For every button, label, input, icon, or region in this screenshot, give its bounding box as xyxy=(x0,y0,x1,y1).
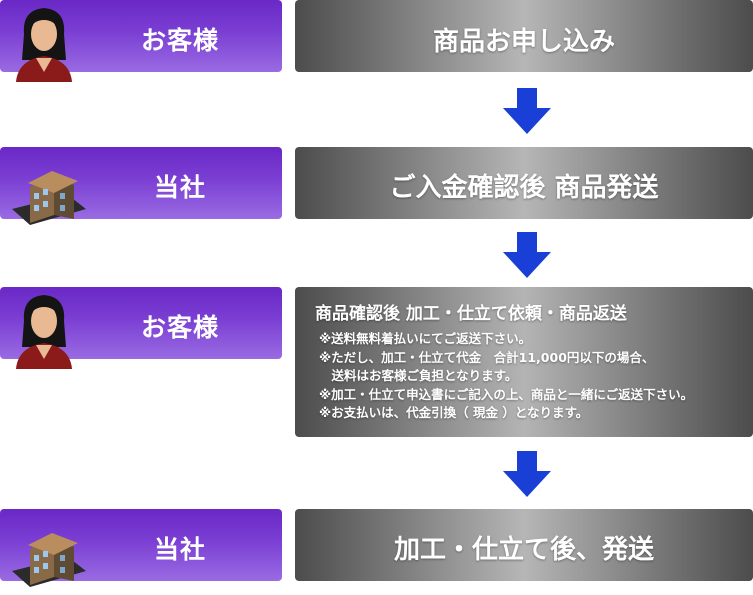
arrow-down-icon xyxy=(503,88,551,134)
step-label: 加工・仕立て後、発送 xyxy=(393,535,654,565)
actor-box-customer-1: お客様 xyxy=(0,0,282,82)
actor-box-company-2: 当社 xyxy=(0,509,282,587)
note-line: ※ただし、加工・仕立て代金 合計11,000円以下の場合、 xyxy=(319,349,655,365)
actor-label: お客様 xyxy=(140,26,219,55)
step-box-2: ご入金確認後 商品発送 xyxy=(295,147,753,219)
step-label: ご入金確認後 商品発送 xyxy=(389,173,659,203)
step-label: 商品お申し込み xyxy=(432,27,615,57)
step-notes: ※送料無料着払いにてご返送下さい。 ※ただし、加工・仕立て代金 合計11,000… xyxy=(319,330,693,423)
note-line: ※送料無料着払いにてご返送下さい。 xyxy=(319,331,532,346)
step-title: 商品確認後 加工・仕立て依頼・商品返送 xyxy=(315,304,627,324)
customer-avatar-icon xyxy=(16,295,72,369)
arrow-down-icon xyxy=(503,232,551,278)
arrow-down-icon xyxy=(503,451,551,497)
actor-box-company-1: 当社 xyxy=(0,147,282,225)
actor-box-customer-2: お客様 xyxy=(0,287,282,369)
actor-label: お客様 xyxy=(140,313,219,342)
step-box-1: 商品お申し込み xyxy=(295,0,753,72)
step-box-4: 加工・仕立て後、発送 xyxy=(295,509,753,581)
note-line: 送料はお客様ご負担となります。 xyxy=(319,368,518,384)
note-line: ※お支払いは、代金引換（ 現金 ）となります。 xyxy=(319,405,589,421)
actor-label: 当社 xyxy=(153,535,206,564)
step-box-3: 商品確認後 加工・仕立て依頼・商品返送 ※送料無料着払いにてご返送下さい。 ※た… xyxy=(295,287,753,437)
customer-avatar-icon xyxy=(16,8,72,82)
company-building-icon xyxy=(12,533,86,587)
actor-label: 当社 xyxy=(153,173,206,202)
note-line: ※加工・仕立て申込書にご記入の上、商品と一緒にご返送下さい。 xyxy=(319,386,694,402)
company-building-icon xyxy=(12,171,86,225)
